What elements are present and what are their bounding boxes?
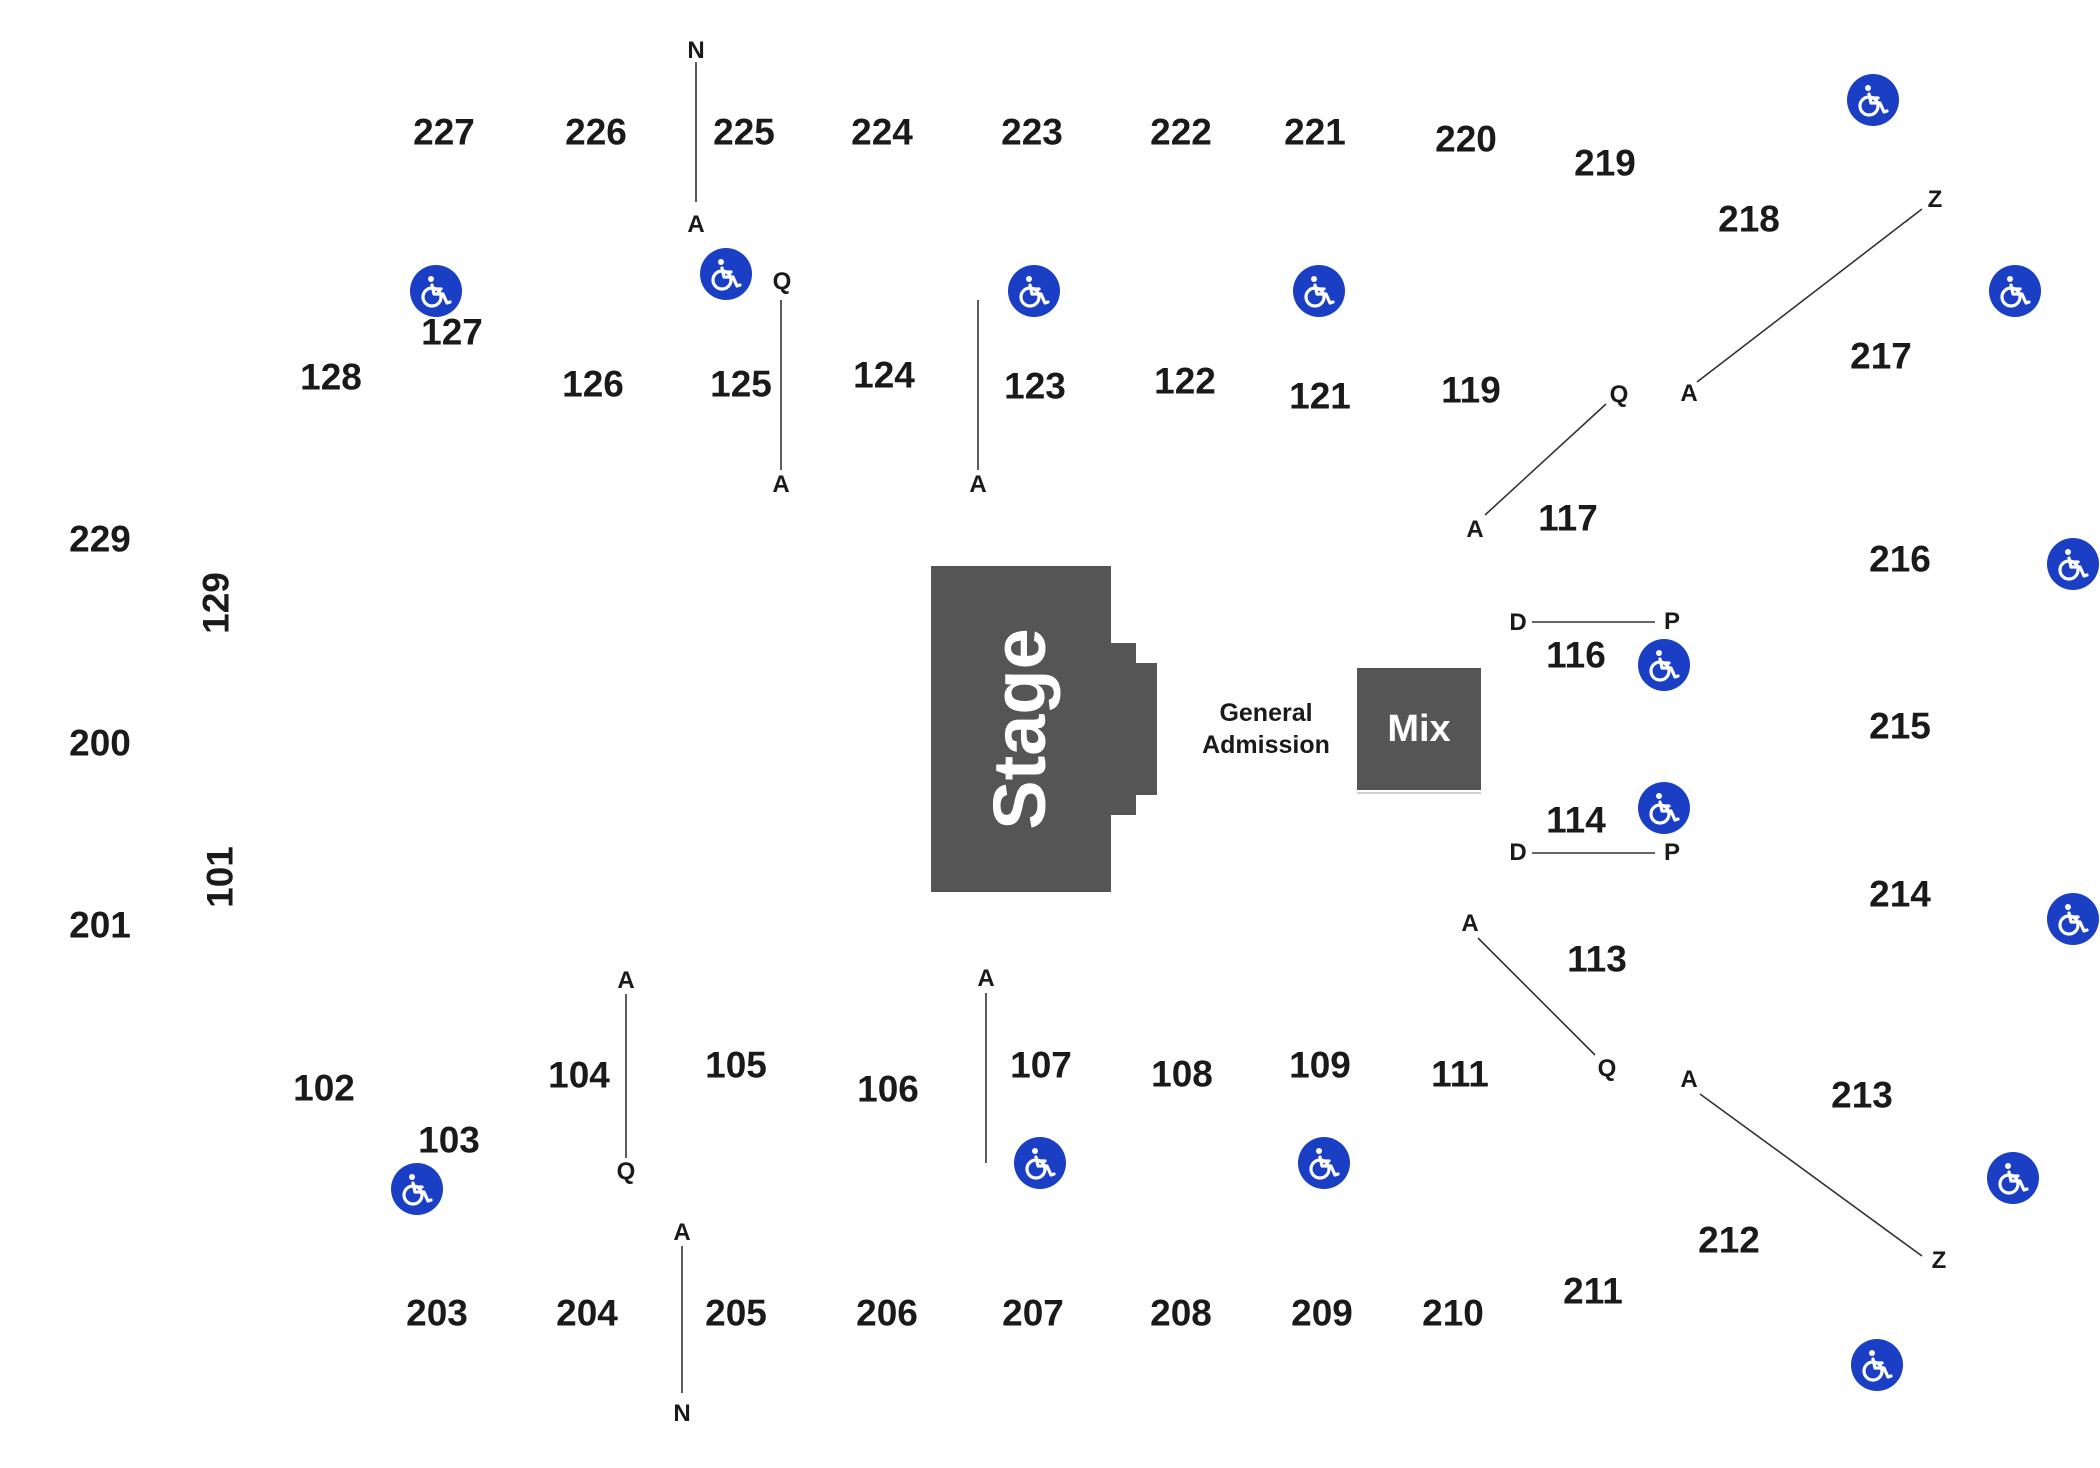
section-103[interactable]: 103 [418, 1119, 480, 1161]
row-marker-a: A [1680, 1066, 1698, 1093]
section-201[interactable]: 201 [69, 904, 131, 946]
section-126[interactable]: 126 [562, 363, 624, 405]
general-admission-label-line2: Admission [1202, 731, 1330, 759]
row-marker-p: P [1663, 839, 1681, 866]
section-209[interactable]: 209 [1291, 1292, 1353, 1334]
section-207[interactable]: 207 [1002, 1292, 1064, 1334]
section-229[interactable]: 229 [69, 518, 131, 560]
row-marker-q: Q [1597, 1055, 1617, 1082]
section-111[interactable]: 111 [1431, 1053, 1489, 1095]
row-marker-q: Q [616, 1158, 636, 1185]
section-121[interactable]: 121 [1289, 375, 1351, 417]
mix-position: Mix [1357, 668, 1481, 790]
row-marker-p: P [1663, 608, 1681, 635]
section-119[interactable]: 119 [1441, 369, 1501, 411]
row-marker-q: Q [772, 268, 792, 295]
row-marker-a: A [617, 967, 635, 994]
section-106[interactable]: 106 [857, 1068, 919, 1110]
section-206[interactable]: 206 [856, 1292, 918, 1334]
row-marker-a: A [969, 471, 987, 498]
row-marker-a: A [772, 471, 790, 498]
section-216[interactable]: 216 [1869, 538, 1931, 580]
wheelchair-icon[interactable] [1014, 1137, 1066, 1189]
section-114[interactable]: 114 [1546, 799, 1606, 841]
section-125[interactable]: 125 [710, 363, 772, 405]
section-109[interactable]: 109 [1289, 1044, 1351, 1086]
section-212[interactable]: 212 [1698, 1219, 1760, 1261]
general-admission-section[interactable]: General Admission [1202, 697, 1330, 761]
section-211[interactable]: 211 [1563, 1270, 1623, 1312]
wheelchair-icon[interactable] [1638, 782, 1690, 834]
row-marker-a: A [1680, 380, 1698, 407]
section-220[interactable]: 220 [1435, 118, 1497, 160]
section-226[interactable]: 226 [565, 111, 627, 153]
section-124[interactable]: 124 [853, 354, 915, 396]
row-marker-z: Z [1931, 1247, 1947, 1274]
row-marker-a: A [1466, 516, 1484, 543]
section-219[interactable]: 219 [1574, 142, 1636, 184]
row-marker-q: Q [1609, 381, 1629, 408]
row-marker-d: D [1509, 839, 1527, 866]
section-210[interactable]: 210 [1422, 1292, 1484, 1334]
section-208[interactable]: 208 [1150, 1292, 1212, 1334]
section-225[interactable]: 225 [713, 111, 775, 153]
section-222[interactable]: 222 [1150, 111, 1212, 153]
section-113[interactable]: 113 [1567, 938, 1627, 980]
section-101[interactable]: 101 [199, 846, 241, 908]
section-105[interactable]: 105 [705, 1044, 767, 1086]
mix-label: Mix [1387, 707, 1451, 750]
wheelchair-icon[interactable] [2047, 538, 2099, 590]
section-116[interactable]: 116 [1546, 634, 1606, 676]
wheelchair-icon[interactable] [391, 1163, 443, 1215]
section-104[interactable]: 104 [548, 1054, 610, 1096]
section-128[interactable]: 128 [300, 356, 362, 398]
section-217[interactable]: 217 [1850, 335, 1912, 377]
stage [931, 566, 1157, 892]
wheelchair-icon[interactable] [1851, 1339, 1903, 1391]
wheelchair-icon[interactable] [2047, 893, 2099, 945]
row-marker-a: A [1461, 910, 1479, 937]
section-223[interactable]: 223 [1001, 111, 1063, 153]
wheelchair-icon[interactable] [1638, 639, 1690, 691]
row-marker-d: D [1509, 609, 1527, 636]
section-204[interactable]: 204 [556, 1292, 618, 1334]
section-224[interactable]: 224 [851, 111, 913, 153]
section-123[interactable]: 123 [1004, 365, 1066, 407]
section-227[interactable]: 227 [413, 111, 475, 153]
section-203[interactable]: 203 [406, 1292, 468, 1334]
wheelchair-icon[interactable] [1989, 265, 2041, 317]
row-marker-n: N [673, 1400, 691, 1427]
general-admission-label-line1: General [1219, 699, 1313, 727]
section-221[interactable]: 221 [1284, 111, 1346, 153]
row-marker-a: A [673, 1219, 691, 1246]
row-marker-a: A [977, 965, 995, 992]
wheelchair-icon[interactable] [1008, 265, 1060, 317]
section-107[interactable]: 107 [1010, 1044, 1072, 1086]
row-marker-z: Z [1927, 186, 1943, 213]
section-117[interactable]: 117 [1538, 497, 1598, 539]
section-102[interactable]: 102 [293, 1067, 355, 1109]
section-213[interactable]: 213 [1831, 1074, 1893, 1116]
wheelchair-icon[interactable] [1847, 74, 1899, 126]
section-218[interactable]: 218 [1718, 198, 1780, 240]
section-129[interactable]: 129 [195, 572, 237, 634]
wheelchair-icon[interactable] [1298, 1137, 1350, 1189]
stage-label: Stage [978, 628, 1061, 830]
wheelchair-icon[interactable] [700, 248, 752, 300]
wheelchair-icon[interactable] [1987, 1152, 2039, 1204]
row-marker-a: A [687, 211, 705, 238]
section-127[interactable]: 127 [421, 311, 483, 353]
section-214[interactable]: 214 [1869, 873, 1931, 915]
row-marker-n: N [687, 37, 705, 64]
mix-underline [1357, 792, 1481, 794]
section-108[interactable]: 108 [1151, 1053, 1213, 1095]
wheelchair-icon[interactable] [1293, 265, 1345, 317]
section-200[interactable]: 200 [69, 722, 131, 764]
wheelchair-icon[interactable] [410, 265, 462, 317]
section-205[interactable]: 205 [705, 1292, 767, 1334]
section-215[interactable]: 215 [1869, 705, 1931, 747]
section-122[interactable]: 122 [1154, 360, 1216, 402]
